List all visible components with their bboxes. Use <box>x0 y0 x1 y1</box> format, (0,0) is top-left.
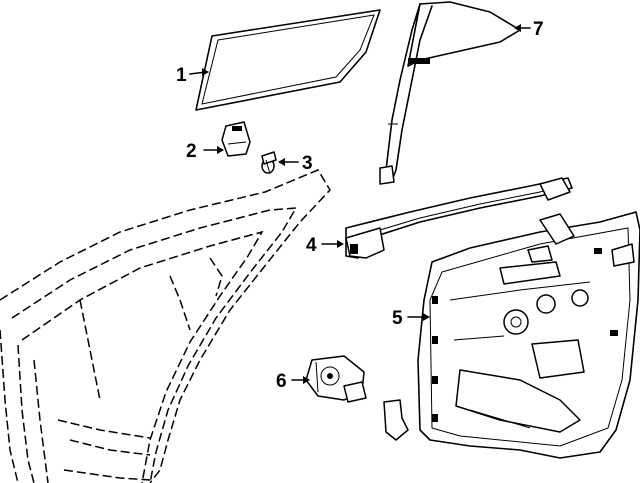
callout-6: 6 <box>276 371 287 392</box>
glass-clip <box>221 121 251 157</box>
window-run-channel <box>345 177 573 259</box>
bolt <box>261 151 277 175</box>
window-regulator-module <box>383 211 640 459</box>
regulator-motor <box>305 355 367 403</box>
window-glass <box>195 9 381 111</box>
callout-leaders <box>189 24 531 384</box>
callout-5: 5 <box>392 308 403 329</box>
door-shell-outline <box>0 169 331 483</box>
callout-3: 3 <box>302 153 313 174</box>
fixed-quarter-glass <box>379 1 521 185</box>
callout-7: 7 <box>533 19 544 40</box>
callout-2: 2 <box>186 141 197 162</box>
callout-1: 1 <box>176 65 187 86</box>
callout-4: 4 <box>306 235 317 256</box>
